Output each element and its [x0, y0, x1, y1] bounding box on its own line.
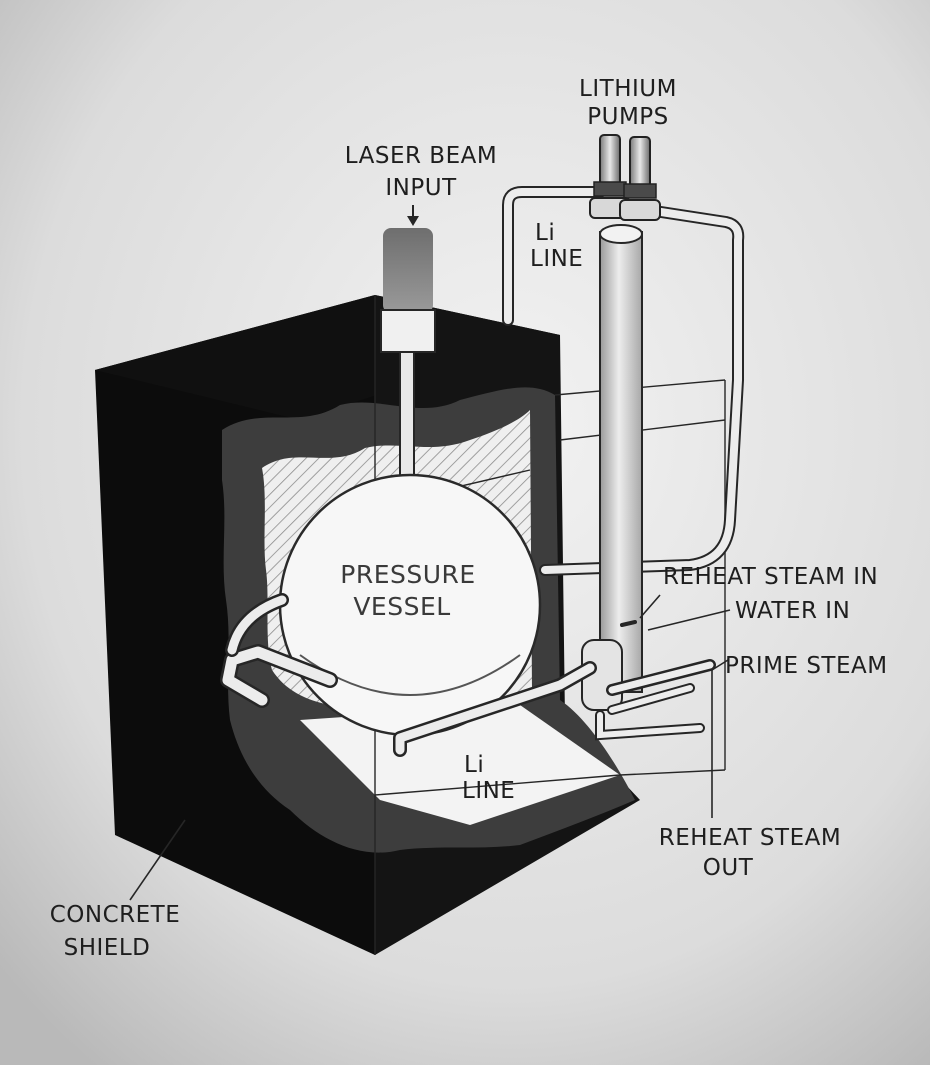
label-reheat-steam-in: REHEAT STEAM IN: [663, 564, 878, 590]
label-pressure-vessel-line2: VESSEL: [353, 592, 450, 621]
label-li-line-bottom-line2: LINE: [462, 778, 515, 804]
leader-lines: [129, 594, 731, 901]
label-reheat-steam-out-line2: OUT: [703, 855, 754, 881]
label-lithium-pumps-line2: PUMPS: [587, 104, 669, 130]
li-pipe-lower: [393, 661, 597, 757]
label-lithium-pumps-line1: LITHIUM: [579, 76, 677, 102]
steam-pipes: [595, 620, 716, 741]
label-laser-beam-input-line1: LASER BEAM: [345, 143, 497, 169]
label-prime-steam: PRIME STEAM: [725, 653, 888, 679]
label-li-line-bottom-line1: Li: [464, 752, 484, 778]
label-pressure-vessel-line1: PRESSURE: [340, 560, 475, 589]
label-concrete-shield-line2: SHIELD: [64, 935, 151, 961]
label-concrete-shield-line1: CONCRETE: [50, 902, 181, 928]
label-li-line-top-line1: Li: [535, 220, 555, 246]
label-laser-beam-input-line2: INPUT: [385, 175, 457, 201]
label-reheat-steam-out-line1: REHEAT STEAM: [659, 825, 841, 851]
li-loop-pipe: [502, 186, 745, 576]
li-pipe-left: [220, 593, 338, 708]
heat-exchanger-column: [581, 224, 643, 711]
label-water-in: WATER IN: [735, 598, 850, 624]
label-li-line-top-line2: LINE: [530, 246, 583, 272]
lithium-pumps: [589, 134, 661, 221]
